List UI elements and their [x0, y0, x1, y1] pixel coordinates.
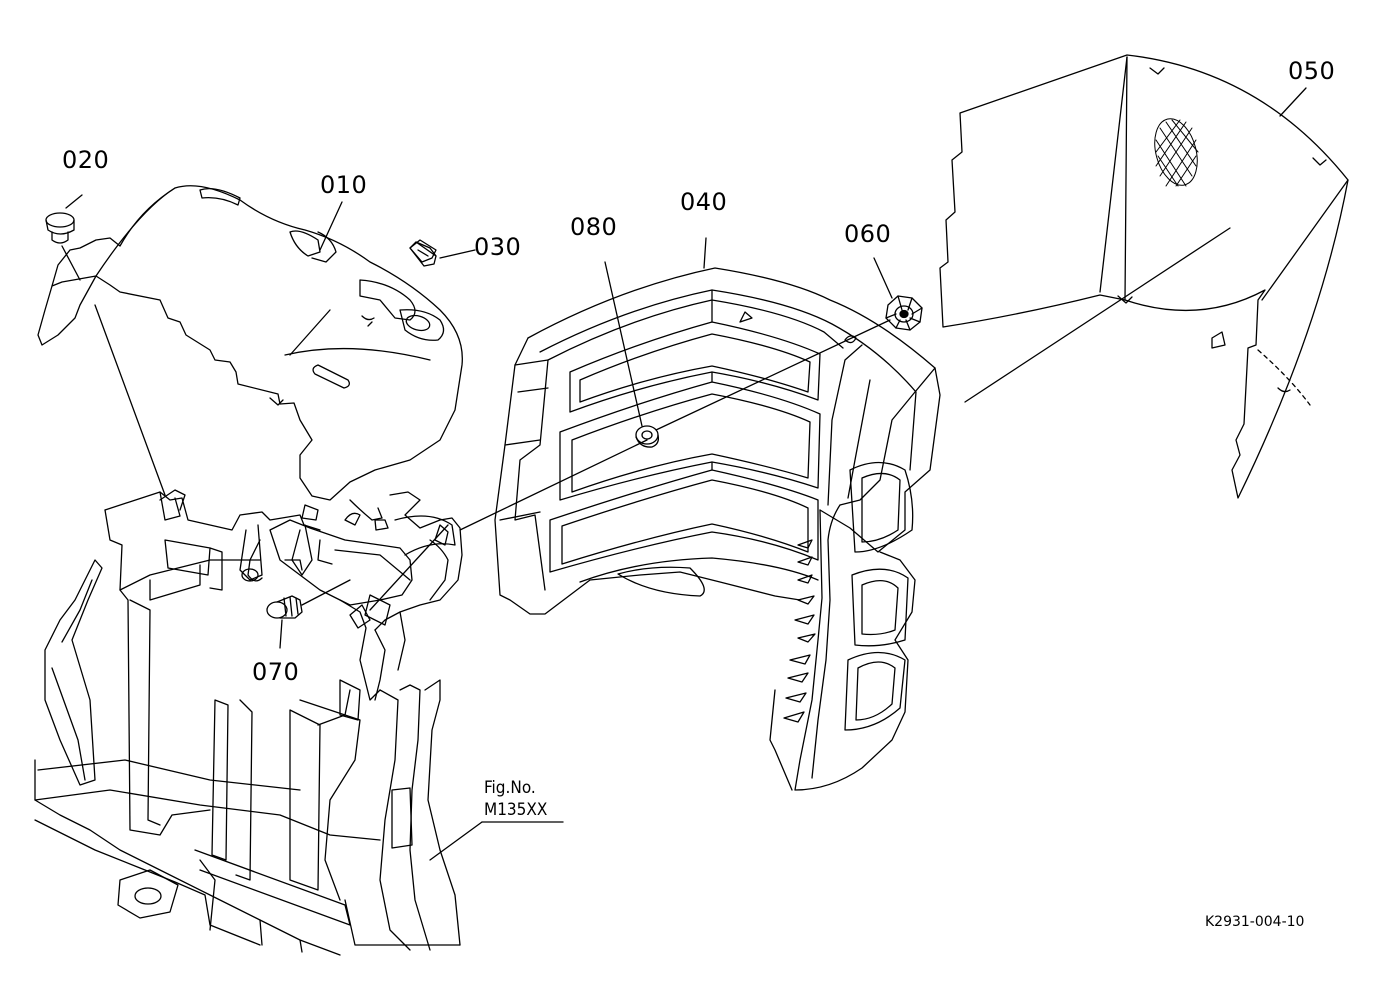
drawing-code: K2931-004-10: [1205, 914, 1305, 930]
part-030-clip: [410, 242, 436, 266]
callout-050: 050: [1288, 57, 1336, 85]
callout-020: 020: [62, 146, 110, 174]
callout-070: 070: [252, 658, 300, 686]
callout-060: 060: [844, 220, 892, 248]
figure-ref-leader: [430, 822, 482, 860]
part-070-bolt: [267, 580, 350, 648]
part-060-knob: [874, 258, 922, 330]
part-050-rear-cover-panel: [940, 55, 1348, 498]
figure-ref-line2: M135XX: [484, 800, 548, 820]
support-frame-assembly: [35, 490, 462, 955]
part-020-plug: [46, 195, 82, 280]
callout-080: 080: [570, 213, 618, 241]
callout-010: 010: [320, 171, 368, 199]
figure-ref-line1: Fig.No.: [484, 778, 536, 798]
callout-040: 040: [680, 188, 728, 216]
part-010-upper-panel: [38, 186, 475, 500]
callout-030: 030: [474, 233, 522, 261]
part-040-grille-frame: [460, 238, 940, 790]
mount-leader-right: [370, 525, 448, 610]
mount-leader-left: [95, 305, 165, 495]
part-080-grommet: [636, 426, 658, 447]
